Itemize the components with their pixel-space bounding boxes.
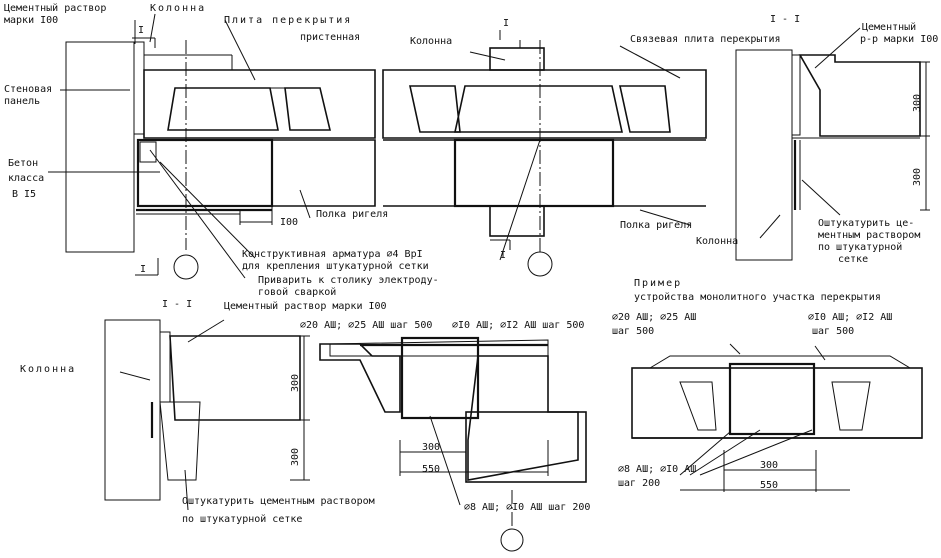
label-cement-m100-full: Цементный раствор марки I00 bbox=[224, 300, 387, 312]
dim-550-right: 550 bbox=[760, 480, 778, 491]
detail-wall-slab bbox=[48, 13, 376, 280]
slab-void-2 bbox=[284, 87, 332, 131]
label-rebar-1: ⌀20 АШ; ⌀25 АШ шаг 500 bbox=[300, 320, 432, 331]
label-privarit-1: Приварить к столику электроду- bbox=[258, 275, 439, 286]
column-section bbox=[735, 49, 793, 261]
section-bottom-left bbox=[104, 319, 310, 511]
label-beton: Бетон bbox=[8, 158, 38, 169]
wall-panel bbox=[65, 41, 135, 253]
label-shtuk-3: по штукатурной bbox=[818, 241, 902, 253]
dim-300-top-a: 300 bbox=[912, 94, 923, 112]
label-rebar-4b: шаг 500 bbox=[812, 326, 854, 337]
label-rebar-6b: шаг 200 bbox=[618, 478, 660, 489]
label-v15: В I5 bbox=[12, 189, 36, 200]
label-shtuk-bottom-2: по штукатурной сетке bbox=[182, 513, 302, 525]
label-konstr-2: для крепления штукатурной сетки bbox=[242, 260, 429, 272]
dim-300-right: 300 bbox=[760, 460, 778, 471]
label-primer-title: Пример bbox=[634, 278, 682, 289]
dimension-labels: I00 300 300 300 300 300 550 300 550 bbox=[280, 94, 923, 491]
label-pristennaya: пристенная bbox=[300, 32, 360, 43]
section-mark-bottom-left: I bbox=[140, 264, 146, 275]
axis-marker bbox=[173, 254, 199, 280]
label-rebar-3b: шаг 500 bbox=[612, 326, 654, 337]
beam-shelf bbox=[272, 139, 376, 207]
dim-300-mid: 300 bbox=[422, 442, 440, 453]
section-title-bottom: I - I bbox=[162, 299, 192, 310]
label-cement-mortar: Цементный раствор bbox=[4, 2, 106, 14]
column-top bbox=[489, 47, 545, 71]
tie-slab bbox=[382, 69, 707, 139]
dim-100: I00 bbox=[280, 217, 298, 228]
label-rebar-3a: ⌀20 АШ; ⌀25 АШ bbox=[612, 312, 696, 323]
label-kolonna-right: Колонна bbox=[696, 236, 738, 247]
section-mark-mid-bottom: I bbox=[500, 250, 506, 261]
text-labels: Цементный раствор марки I00 Колонна Плит… bbox=[4, 2, 938, 525]
label-rebar-5: ⌀8 АШ; ⌀I0 АШ шаг 200 bbox=[464, 502, 590, 513]
label-shtuk-2: ментным раствором bbox=[818, 230, 920, 241]
section-mark-top-left: I bbox=[138, 25, 144, 36]
monolithic-slab bbox=[631, 367, 923, 439]
mortar-joint bbox=[133, 41, 145, 135]
label-plita-perekrytiya: Плита перекрытия bbox=[224, 15, 352, 26]
label-cement-short-1: Цементный bbox=[862, 21, 916, 33]
label-kolonna-mid: Колонна bbox=[410, 36, 452, 47]
label-cement-short-2: р-р марки I00 bbox=[860, 34, 938, 45]
dim-300-bottom-b: 300 bbox=[290, 448, 301, 466]
label-shtuk-bottom-1: Оштукатурить цементным раствором bbox=[182, 496, 375, 507]
section-mark-mid-top: I bbox=[503, 18, 509, 29]
dim-550-mid: 550 bbox=[422, 464, 440, 475]
detail-tie-slab bbox=[382, 30, 707, 277]
label-polka-rigelya-2: Полка ригеля bbox=[620, 220, 692, 231]
column-bottom bbox=[489, 205, 545, 237]
label-stenovaya: Стеновая bbox=[4, 84, 52, 95]
label-privarit-2: говой сваркой bbox=[258, 286, 336, 298]
label-polka-rigelya-1: Полка ригеля bbox=[316, 209, 388, 220]
detail-bottom-middle bbox=[319, 336, 587, 552]
label-rebar-4a: ⌀I0 АШ; ⌀I2 АШ bbox=[808, 312, 892, 323]
detail-monolithic-example bbox=[631, 343, 923, 492]
dim-300-bottom-a: 300 bbox=[290, 374, 301, 392]
label-klassa: класса bbox=[8, 173, 44, 184]
label-kolonna-top: Колонна bbox=[150, 3, 206, 14]
label-konstr-1: Конструктивная арматура ⌀4 ВрI bbox=[242, 249, 423, 260]
label-rebar-2: ⌀I0 АШ; ⌀I2 АШ шаг 500 bbox=[452, 320, 584, 331]
label-primer-sub: устройства монолитного участка перекрыти… bbox=[634, 291, 881, 303]
label-shtuk-4: сетке bbox=[838, 254, 868, 265]
concrete-infill-bottom bbox=[400, 336, 480, 420]
section-title-top: I - I bbox=[770, 14, 800, 25]
label-brand-i00: марки I00 bbox=[4, 15, 58, 26]
slab-void-1 bbox=[167, 87, 279, 131]
concrete-infill bbox=[136, 138, 274, 208]
concrete-infill-mid bbox=[453, 138, 615, 208]
label-kolonna-bottom: Колонна bbox=[20, 364, 76, 375]
section-top-right bbox=[735, 27, 930, 261]
wall-slab bbox=[143, 69, 376, 139]
label-shtuk-1: Оштукатурить це- bbox=[818, 218, 914, 229]
label-rebar-6a: ⌀8 АШ; ⌀I0 АШ bbox=[618, 464, 696, 475]
dim-300-top-b: 300 bbox=[912, 168, 923, 186]
label-panel: панель bbox=[4, 96, 40, 107]
label-svyazevaya: Связевая плита перекрытия bbox=[630, 34, 781, 45]
